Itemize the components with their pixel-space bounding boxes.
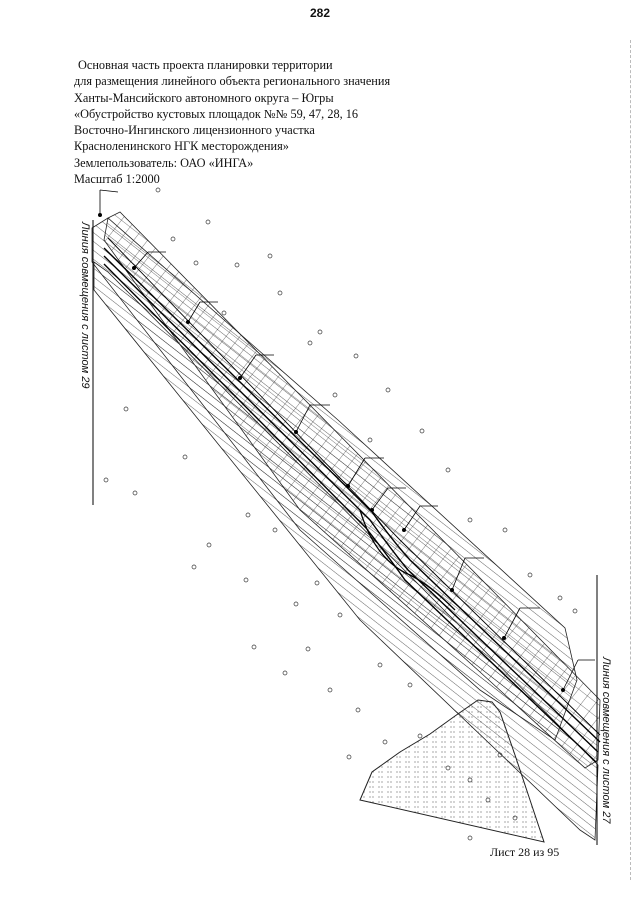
page-number: 282: [309, 6, 331, 20]
right-match-label: Линия совмещения с листом 27: [600, 656, 612, 824]
page-edge: [630, 40, 632, 880]
header-line-2: для размещения линейного объекта региона…: [74, 74, 391, 89]
sheet-number: Лист 28 из 95: [490, 845, 560, 859]
document-header: Основная часть проекта планировки террит…: [74, 57, 390, 187]
header-line-6: Красноленинского НГК месторождения»: [74, 139, 289, 154]
callouts: [99, 189, 595, 691]
header-line-4: «Обустройство кустовых площадок №№ 59, 4…: [74, 106, 359, 121]
vegetation-symbols: [103, 187, 578, 841]
left-match-label: Линия совмещения с листом 29: [79, 221, 91, 389]
header-line-3: Ханты-Мансийского автономного округа – Ю…: [74, 90, 334, 105]
pipeline-bend: [359, 509, 456, 611]
right-of-way-lower-band: [93, 261, 599, 841]
header-line-1: Основная часть проекта планировки террит…: [78, 58, 333, 72]
callout-markers: [98, 213, 565, 692]
pipeline-4: [107, 237, 601, 736]
pipeline-1: [103, 247, 601, 743]
header-line-7: Землепользователь: ОАО «ИНГА»: [74, 155, 254, 170]
pipeline-2: [103, 255, 599, 753]
header-line-8: Масштаб 1:2000: [74, 172, 160, 187]
header-line-5: Восточно-Ингинского лицензионного участк…: [74, 123, 315, 138]
